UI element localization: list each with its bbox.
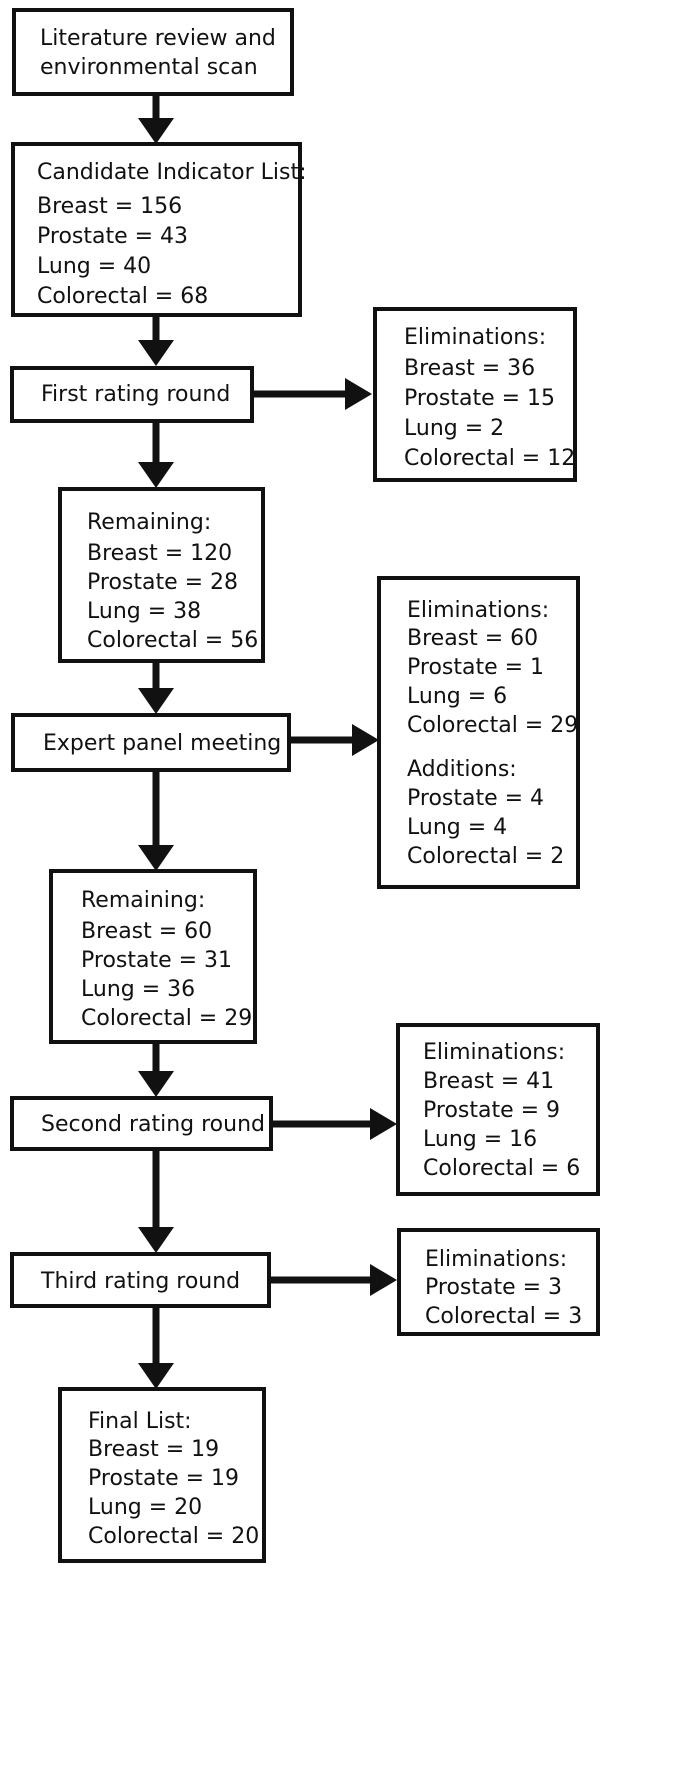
remaining2-colorectal: Colorectal = 29 xyxy=(81,1006,253,1031)
remaining1-prostate: Prostate = 28 xyxy=(87,570,239,595)
elim4-colorectal: Colorectal = 3 xyxy=(425,1304,583,1329)
elim3-prostate: Prostate = 9 xyxy=(423,1098,561,1123)
first-rating-round-box: First rating round xyxy=(10,366,254,423)
remaining-1-box: Remaining: Breast = 120 Prostate = 28 Lu… xyxy=(58,487,265,663)
second-rating-round-box: Second rating round xyxy=(10,1096,273,1151)
remaining-2-box: Remaining: Breast = 60 Prostate = 31 Lun… xyxy=(49,869,257,1044)
literature-review-box: Literature review and environmental scan xyxy=(12,8,294,96)
elim2-breast: Breast = 60 xyxy=(407,626,539,651)
remaining2-prostate: Prostate = 31 xyxy=(81,948,233,973)
remaining1-lung: Lung = 38 xyxy=(87,599,202,624)
arrow-round1-to-remaining1 xyxy=(138,422,174,488)
elim1-breast: Breast = 36 xyxy=(404,356,536,381)
arrow-panel-to-remaining2 xyxy=(138,771,174,871)
candidate-title: Candidate Indicator List: xyxy=(37,160,307,185)
elim1-lung: Lung = 2 xyxy=(404,416,505,441)
arrow-start-to-candidate xyxy=(138,95,174,144)
candidate-indicator-box: Candidate Indicator List: Breast = 156 P… xyxy=(11,142,307,317)
eliminations-4-box: Eliminations: Prostate = 3 Colorectal = … xyxy=(397,1228,600,1336)
panel-label: Expert panel meeting xyxy=(43,731,282,756)
additions-lung: Lung = 4 xyxy=(407,815,508,840)
arrow-candidate-to-round1 xyxy=(138,316,174,366)
final-breast: Breast = 19 xyxy=(88,1437,220,1462)
expert-panel-meeting-box: Expert panel meeting xyxy=(11,713,291,772)
elim4-title: Eliminations: xyxy=(425,1247,568,1272)
final-lung: Lung = 20 xyxy=(88,1495,203,1520)
remaining2-lung: Lung = 36 xyxy=(81,977,196,1002)
additions-prostate: Prostate = 4 xyxy=(407,786,545,811)
arrow-round2-to-round3 xyxy=(138,1150,174,1253)
elim1-colorectal: Colorectal = 12 xyxy=(404,446,576,471)
eliminations-1-box: Eliminations: Breast = 36 Prostate = 15 … xyxy=(373,307,577,482)
arrow-round1-to-elim1 xyxy=(253,378,372,410)
final-list-box: Final List: Breast = 19 Prostate = 19 Lu… xyxy=(58,1387,266,1563)
additions-colorectal: Colorectal = 2 xyxy=(407,844,565,869)
final-prostate: Prostate = 19 xyxy=(88,1466,240,1491)
remaining1-colorectal: Colorectal = 56 xyxy=(87,628,259,653)
round2-label: Second rating round xyxy=(41,1112,265,1137)
candidate-breast: Breast = 156 xyxy=(37,194,183,219)
arrow-remaining1-to-panel xyxy=(138,662,174,714)
eliminations-3-box: Eliminations: Breast = 41 Prostate = 9 L… xyxy=(396,1023,600,1196)
candidate-prostate: Prostate = 43 xyxy=(37,224,189,249)
elim2-colorectal: Colorectal = 29 xyxy=(407,713,579,738)
elim2-title: Eliminations: xyxy=(407,598,550,623)
round1-label: First rating round xyxy=(41,382,231,407)
third-rating-round-box: Third rating round xyxy=(10,1252,271,1308)
elim3-title: Eliminations: xyxy=(423,1040,566,1065)
additions-title: Additions: xyxy=(407,757,517,782)
start-line-2: environmental scan xyxy=(40,55,258,80)
final-colorectal: Colorectal = 20 xyxy=(88,1524,260,1549)
arrow-round2-to-elim3 xyxy=(272,1108,397,1140)
elim3-lung: Lung = 16 xyxy=(423,1127,538,1152)
remaining2-title: Remaining: xyxy=(81,888,206,913)
arrow-round3-to-final xyxy=(138,1307,174,1389)
start-line-1: Literature review and xyxy=(40,26,276,51)
final-title: Final List: xyxy=(88,1409,192,1434)
elim2-prostate: Prostate = 1 xyxy=(407,655,545,680)
elim3-colorectal: Colorectal = 6 xyxy=(423,1156,581,1181)
elim3-breast: Breast = 41 xyxy=(423,1069,555,1094)
arrow-round3-to-elim4 xyxy=(270,1264,397,1296)
remaining1-breast: Breast = 120 xyxy=(87,541,233,566)
candidate-lung: Lung = 40 xyxy=(37,254,152,279)
candidate-colorectal: Colorectal = 68 xyxy=(37,284,209,309)
eliminations-2-box: Eliminations: Breast = 60 Prostate = 1 L… xyxy=(377,576,580,889)
remaining1-title: Remaining: xyxy=(87,510,212,535)
arrow-panel-to-elim2 xyxy=(290,724,379,756)
elim2-lung: Lung = 6 xyxy=(407,684,508,709)
elim1-prostate: Prostate = 15 xyxy=(404,386,556,411)
arrow-remaining2-to-round2 xyxy=(138,1043,174,1097)
elim4-prostate: Prostate = 3 xyxy=(425,1275,563,1300)
elim1-title: Eliminations: xyxy=(404,325,547,350)
remaining2-breast: Breast = 60 xyxy=(81,919,213,944)
round3-label: Third rating round xyxy=(41,1269,241,1294)
